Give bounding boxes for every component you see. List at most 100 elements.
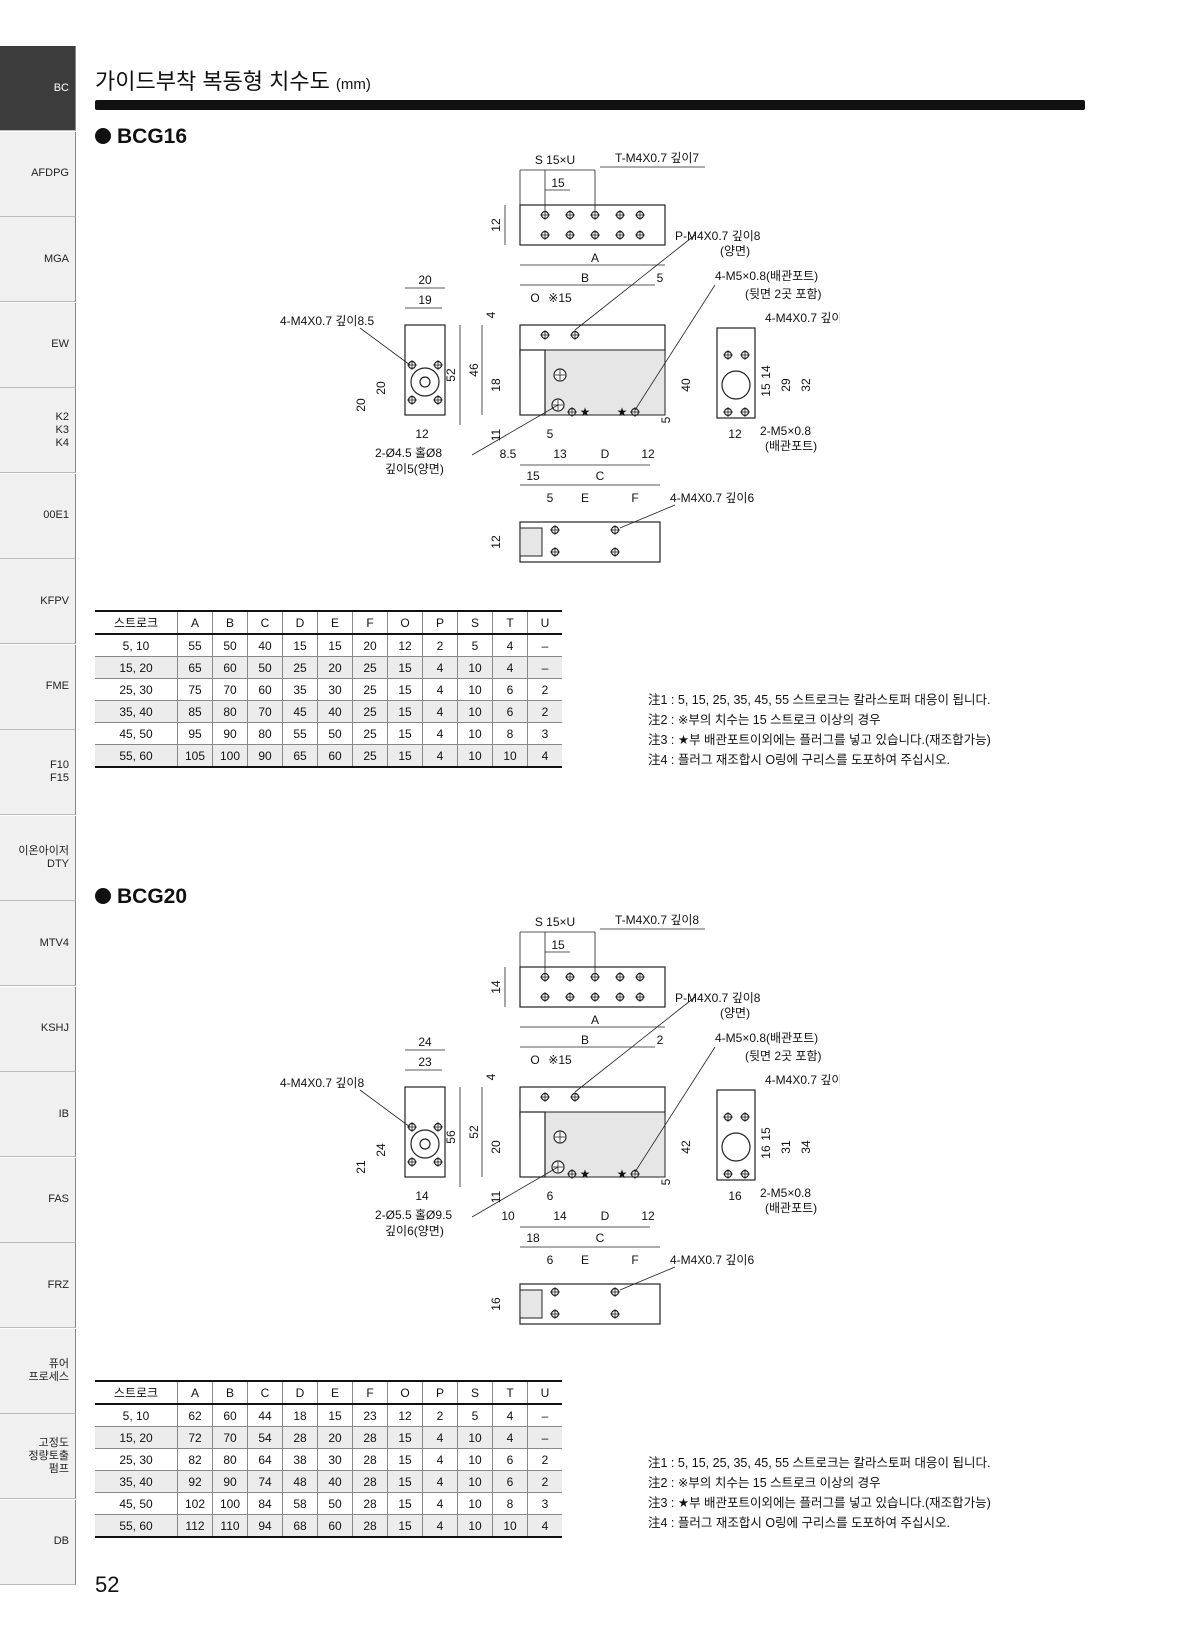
side-tab[interactable]: 퓨어 프로세스 — [0, 1328, 76, 1414]
dimension-label: 29 — [779, 378, 793, 392]
column-header: F — [352, 1380, 388, 1405]
table-cell: 45, 50 — [95, 722, 178, 745]
table-cell: 4 — [492, 1403, 528, 1427]
table-cell: 102 — [177, 1492, 213, 1515]
side-tab[interactable]: FME — [0, 644, 76, 730]
table-cell: 4 — [422, 1448, 458, 1471]
dimension-label: 4-M4X0.7 깊이6 — [670, 491, 754, 505]
side-tab[interactable]: IB — [0, 1072, 76, 1157]
dimension-label: (배관포트) — [765, 439, 817, 453]
side-tab[interactable]: 00E1 — [0, 473, 76, 559]
side-tab-label: 고정도 정량토출 펌프 — [28, 1436, 69, 1475]
dimension-label: D — [601, 447, 610, 461]
dimension-label: 4-M5×0.8(배관포트) — [715, 269, 818, 283]
side-tab[interactable]: FRZ — [0, 1243, 76, 1328]
table-cell: 15 — [387, 700, 423, 723]
table-cell: 10 — [457, 700, 493, 723]
leader-line — [359, 327, 411, 366]
leader-line — [359, 1089, 411, 1128]
dimension-label: 20 — [418, 273, 432, 287]
table-cell: 28 — [352, 1426, 388, 1449]
table-cell: 15 — [387, 1470, 423, 1493]
dimension-label: 14 — [489, 980, 503, 994]
table-cell: 30 — [317, 678, 353, 701]
side-tab[interactable]: 고정도 정량토출 펌프 — [0, 1414, 76, 1499]
table-cell: 50 — [212, 633, 248, 657]
side-tab[interactable]: KSHJ — [0, 986, 76, 1072]
dimension-label: S 15×U — [535, 153, 575, 167]
column-header: O — [387, 1380, 423, 1405]
section-title-bcg16: BCG16 — [95, 125, 187, 149]
dimension-label: 2-M5×0.8 — [760, 1186, 811, 1200]
table-cell: 80 — [247, 722, 283, 745]
table-cell: 15 — [387, 744, 423, 768]
dimension-label: 52 — [444, 368, 458, 382]
table-cell: 10 — [457, 744, 493, 768]
table-cell: 20 — [317, 656, 353, 679]
table-cell: 28 — [352, 1492, 388, 1515]
column-header: B — [212, 610, 248, 635]
side-tab[interactable]: 이온아이저 DTY — [0, 815, 76, 901]
table-cell: 80 — [212, 1448, 248, 1471]
side-tab[interactable]: F10 F15 — [0, 730, 76, 815]
side-tab[interactable]: KFPV — [0, 559, 76, 644]
side-tab[interactable]: AFDPG — [0, 131, 76, 217]
side-tab[interactable]: FAS — [0, 1157, 76, 1243]
note-line: 注1 : 5, 15, 25, 35, 45, 55 스트로크는 칼라스토퍼 대… — [648, 1456, 991, 1470]
table-cell: 65 — [177, 656, 213, 679]
column-header: C — [247, 1380, 283, 1405]
page-title: 가이드부착 복동형 치수도(mm) — [95, 69, 371, 94]
table-cell: 2 — [422, 1403, 458, 1427]
table-cell: 5, 10 — [95, 633, 178, 657]
note-line: 注1 : 5, 15, 25, 35, 45, 55 스트로크는 칼라스토퍼 대… — [648, 693, 991, 707]
table-cell: 4 — [492, 633, 528, 657]
dimension-label: C — [596, 1231, 605, 1245]
side-tab[interactable]: MTV4 — [0, 901, 76, 986]
table-cell: 10 — [457, 722, 493, 745]
side-tab[interactable]: K2 K3 K4 — [0, 388, 76, 473]
dimension-label: 20 — [374, 381, 388, 395]
dimension-label: 10 — [501, 1209, 515, 1223]
table-cell: 5 — [457, 633, 493, 657]
table-cell: 4 — [422, 1470, 458, 1493]
table-cell: 25 — [352, 744, 388, 768]
table-cell: 10 — [457, 1448, 493, 1471]
column-header: E — [317, 610, 353, 635]
table-cell: 50 — [247, 656, 283, 679]
table-cell: 23 — [352, 1403, 388, 1427]
table-cell: 15 — [387, 1448, 423, 1471]
table-cell: 35, 40 — [95, 700, 178, 723]
table-cell: 100 — [212, 744, 248, 768]
side-tab[interactable]: DB — [0, 1499, 76, 1585]
side-tab[interactable]: BC — [0, 46, 76, 131]
side-tab[interactable]: EW — [0, 302, 76, 388]
dimension-label: 12 — [728, 427, 742, 441]
table-cell: 110 — [212, 1514, 248, 1538]
column-header: 스트로크 — [95, 610, 178, 635]
table-cell: 28 — [352, 1448, 388, 1471]
table-cell: 2 — [527, 700, 562, 723]
dimension-label: 21 — [354, 1160, 368, 1174]
dimension-label: 42 — [679, 1140, 693, 1154]
dimension-label: 11 — [489, 428, 503, 441]
table-cell: 40 — [317, 700, 353, 723]
dimension-label: ※15 — [548, 1053, 572, 1067]
dimension-label: T-M4X0.7 깊이8 — [615, 913, 699, 927]
table-cell: – — [527, 633, 562, 657]
table-cell: 4 — [422, 700, 458, 723]
dimension-label: 18 — [489, 378, 503, 392]
dimension-label: 4-M4X0.7 깊이6 — [765, 311, 840, 325]
table-cell: 4 — [527, 1514, 562, 1538]
dimension-label: 52 — [467, 1125, 481, 1139]
side-tab[interactable]: MGA — [0, 217, 76, 302]
